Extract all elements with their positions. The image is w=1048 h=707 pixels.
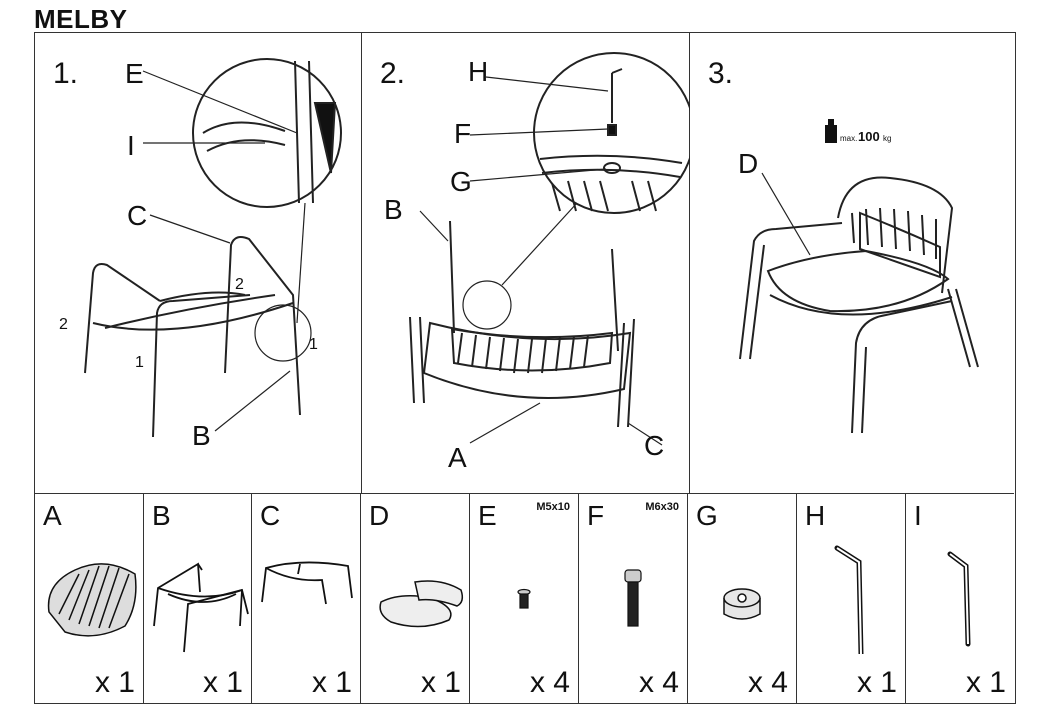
part-letter: G xyxy=(696,500,718,531)
part-c: C x 1 xyxy=(252,494,361,704)
parts-list: A x 1 B x 1 xyxy=(35,493,1014,704)
step-number: 1. xyxy=(53,57,79,90)
order-mark: 1 xyxy=(135,354,144,371)
part-letter: I xyxy=(914,500,922,531)
part-letter: H xyxy=(805,500,826,531)
part-h: H x 1 xyxy=(797,494,906,704)
short-bolt-icon xyxy=(517,588,531,609)
part-e: E M5x10 x 4 xyxy=(470,494,579,704)
callout-label-f: F xyxy=(454,118,471,149)
front-frame-icon xyxy=(153,562,249,653)
weight-prefix: max. xyxy=(840,134,857,143)
washer-icon xyxy=(723,588,761,620)
part-letter: C xyxy=(260,500,281,531)
cushion-icon xyxy=(379,580,464,628)
step-1-drawing: E I C B 2 2 1 1 xyxy=(59,58,342,451)
callout-label-a: A xyxy=(448,442,467,473)
part-quantity: x 1 xyxy=(311,666,352,699)
callout-label-b: B xyxy=(192,420,211,451)
callout-label-h: H xyxy=(468,56,488,87)
long-bolt-icon xyxy=(624,569,642,627)
part-quantity: x 1 xyxy=(94,666,135,699)
step-1-panel: 1. E xyxy=(35,33,362,493)
callout-label-c: C xyxy=(127,200,147,231)
weight-value: 100 xyxy=(858,129,880,144)
part-a: A x 1 xyxy=(35,494,144,704)
step-2-panel: 2. xyxy=(362,33,695,493)
order-mark: 1 xyxy=(309,336,318,353)
part-d: D x 1 xyxy=(361,494,470,704)
callout-label-b: B xyxy=(384,194,403,225)
small-allen-key-icon xyxy=(947,551,971,647)
instruction-sheet: 1. E xyxy=(34,32,1016,704)
order-mark: 2 xyxy=(235,276,244,293)
seat-shell-icon xyxy=(47,563,137,637)
part-g: G x 4 xyxy=(688,494,797,704)
part-f: F M6x30 x 4 xyxy=(579,494,688,704)
callout-label-d: D xyxy=(738,148,758,179)
part-letter: E xyxy=(478,500,497,531)
weight-unit: kg xyxy=(883,134,891,143)
part-spec: M6x30 xyxy=(645,501,679,513)
part-quantity: x 1 xyxy=(965,666,1006,699)
weight-icon xyxy=(825,119,837,143)
large-allen-key-icon xyxy=(834,545,864,654)
part-i: I x 1 xyxy=(906,494,1014,704)
step-2-drawing: H F G B A C xyxy=(384,52,695,473)
product-title: MELBY xyxy=(34,4,128,34)
step-3-drawing: max. 100 kg D xyxy=(738,119,979,434)
callout-label-e: E xyxy=(125,58,144,89)
part-quantity: x 1 xyxy=(202,666,243,699)
part-letter: A xyxy=(43,500,62,531)
part-b: B x 1 xyxy=(144,494,252,704)
step-number: 3. xyxy=(708,57,734,90)
part-letter: D xyxy=(369,500,390,531)
callout-label-c: C xyxy=(644,430,664,461)
part-spec: M5x10 xyxy=(536,501,570,513)
step-3-panel: 3. max. 100 kg xyxy=(690,33,1014,493)
part-quantity: x 4 xyxy=(747,666,788,699)
callout-label-g: G xyxy=(450,166,472,197)
callout-label-i: I xyxy=(127,130,135,161)
part-quantity: x 4 xyxy=(638,666,679,699)
part-letter: B xyxy=(152,500,171,531)
part-quantity: x 1 xyxy=(420,666,461,699)
part-quantity: x 4 xyxy=(529,666,570,699)
order-mark: 2 xyxy=(59,316,68,333)
part-letter: F xyxy=(587,500,605,531)
step-number: 2. xyxy=(380,57,406,90)
back-frame-icon xyxy=(261,561,353,605)
part-quantity: x 1 xyxy=(856,666,897,699)
